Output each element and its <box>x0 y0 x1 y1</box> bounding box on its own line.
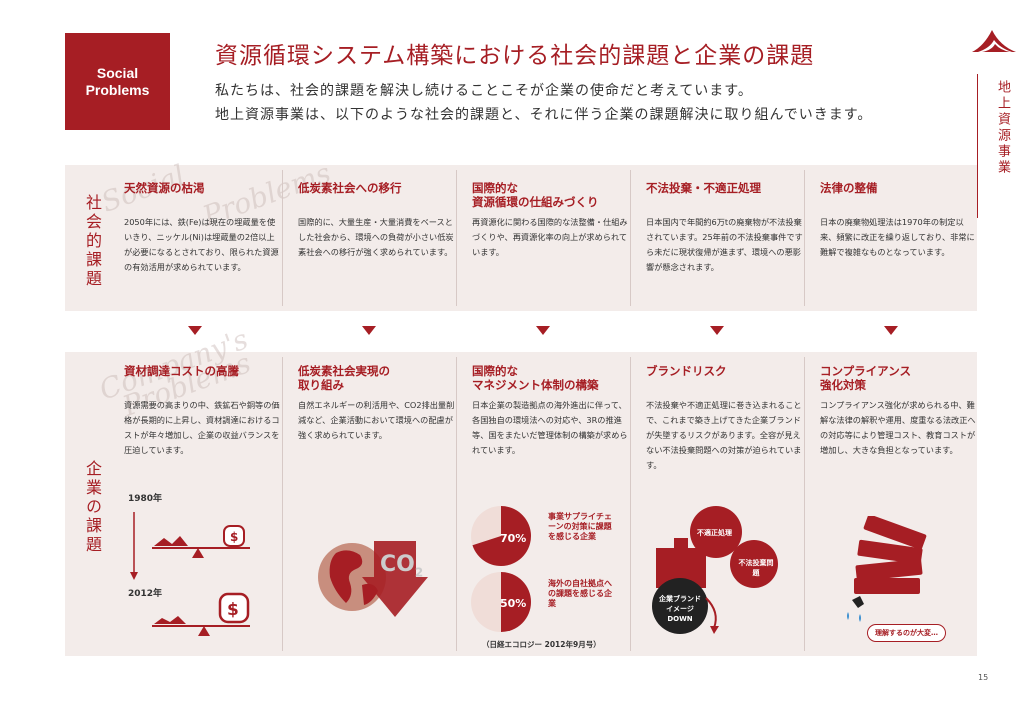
social-band-label: 社会的課題 <box>83 194 102 289</box>
social-item-low-carbon: 低炭素社会への移行 国際的に、大量生産・大量消費をベースとした社会から、環境への… <box>298 181 454 257</box>
difficult-bubble: 理解するのが大変… <box>867 624 946 642</box>
company-item-low-carbon: 低炭素社会実現の 取り組み 自然エネルギーの利活用や、CO2排出量削減など、企業… <box>298 364 455 440</box>
company-item-management: 国際的な マネジメント体制の構築 日本企業の製造拠点の海外進出に伴って、各国独自… <box>472 364 628 455</box>
divider <box>630 170 631 306</box>
social-item-illegal-dumping: 不法投棄・不適正処理 日本国内で年間約6万tの廃棄物が不法投棄されています。25… <box>646 181 803 272</box>
down-arrow-icon <box>710 326 724 335</box>
divider <box>282 357 283 651</box>
page-title: 資源循環システム構築における社会的課題と企業の課題 <box>215 43 815 69</box>
globe-co2-illustration <box>318 541 428 617</box>
mountain-logo-icon <box>972 30 1016 52</box>
divider <box>630 357 631 651</box>
pie-charts <box>471 506 531 632</box>
pie2-slice <box>501 572 531 632</box>
company-item-cost: 資材調達コストの高騰 資源需要の高まりの中、鉄鉱石や銅等の価格が長期的に上昇し、… <box>124 364 280 455</box>
illegal-dumping-label: 不法投棄問題 <box>738 559 774 577</box>
down-arrow-icon <box>536 326 550 335</box>
intro-line-2: 地上資源事業は、以下のような社会的課題と、それに伴う企業の課題解決に取り組んでい… <box>215 107 873 123</box>
svg-text:$: $ <box>227 600 239 620</box>
page-number: 15 <box>978 673 989 682</box>
pie1-value: 70% <box>500 532 527 545</box>
social-item-recycling: 国際的な 資源循環の仕組みづくり 再資源化に関わる国際的な法整備・仕組みづくりや… <box>472 181 628 257</box>
down-arrow-icon <box>362 326 376 335</box>
sidebar-label: 地上資源事業 <box>995 80 1010 176</box>
social-band <box>65 165 977 311</box>
divider <box>804 357 805 651</box>
down-arrow-icon <box>884 326 898 335</box>
pie2-value: 50% <box>500 597 527 610</box>
company-item-brand-risk: ブランドリスク 不法投棄や不適正処理に巻き込まれることで、これまで築き上げてきた… <box>646 364 802 470</box>
sidebar-divider <box>977 74 978 218</box>
year-1980-label: 1980年 <box>128 494 163 504</box>
co2-label: CO2 <box>380 552 424 580</box>
brand-risk-illustration <box>652 506 778 634</box>
pie1-slice <box>472 506 531 566</box>
improper-processing-label: 不適正処理 <box>697 529 732 537</box>
intro-line-1: 私たちは、社会的課題を解決し続けることこそが企業の使命だと考えています。 <box>215 83 753 99</box>
brand-image-down-label: 企業ブランドイメージDOWN <box>659 595 701 623</box>
pie2-description: 海外の自社拠点への課題を感じる企業 <box>548 579 612 608</box>
divider <box>804 170 805 306</box>
svg-text:$: $ <box>230 530 238 544</box>
divider <box>456 170 457 306</box>
divider <box>456 357 457 651</box>
social-item-resources: 天然資源の枯渇 2050年には、鉄(Fe)は現在の埋蔵量を使いきり、ニッケル(N… <box>124 181 279 272</box>
divider <box>282 170 283 306</box>
down-arrow-icon <box>188 326 202 335</box>
pie1-description: 事業サプライチェーンの対策に課題を感じる企業 <box>548 512 612 541</box>
cost-scale-illustration: $ $ <box>130 512 250 636</box>
social-item-law: 法律の整備 日本の廃棄物処理法は1970年の制定以来、頻繁に改正を繰り返しており… <box>820 181 975 257</box>
year-2012-label: 2012年 <box>128 589 163 599</box>
source-note: （日経エコロジー 2012年9月号） <box>482 640 601 649</box>
company-band-label: 企業の課題 <box>83 460 102 555</box>
law-books-illustration <box>847 516 927 622</box>
company-item-compliance: コンプライアンス 強化対策 コンプライアンス強化が求められる中、難解な法律の解釈… <box>820 364 976 455</box>
